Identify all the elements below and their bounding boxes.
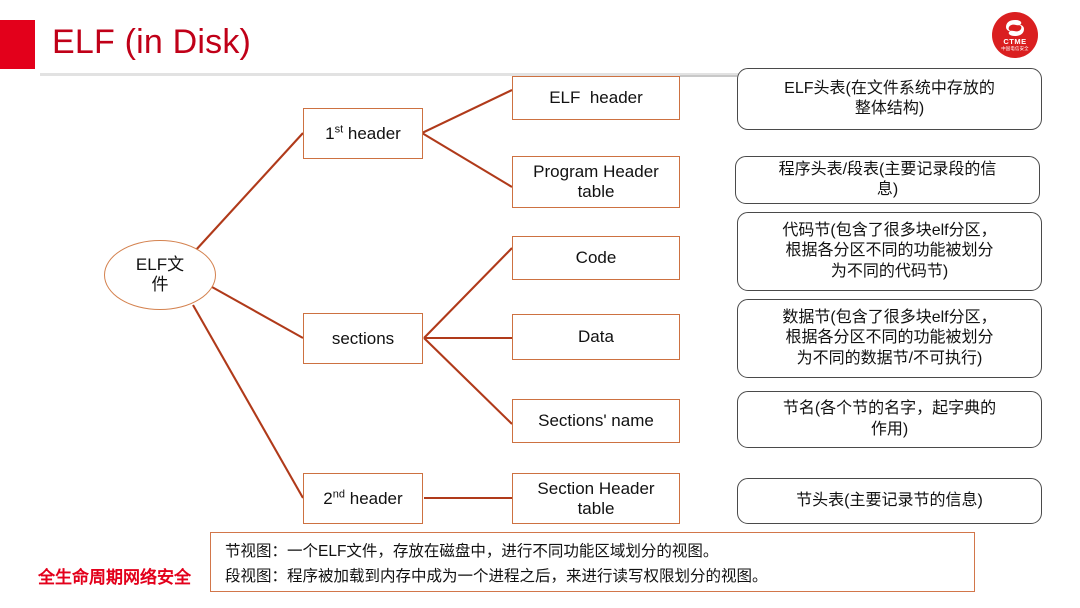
node-elf-header[interactable]: ELF header bbox=[512, 76, 680, 120]
node-second-header-word: header bbox=[345, 488, 403, 508]
callout-section-header-note[interactable]: 节头表(主要记录节的信息) bbox=[737, 478, 1042, 524]
node-program-header-table-line2: table bbox=[577, 182, 615, 201]
callout-sections-name-note-line2: 作用) bbox=[870, 420, 909, 438]
node-program-header-table[interactable]: Program Header table bbox=[512, 156, 680, 208]
node-section-header-table[interactable]: Section Header table bbox=[512, 473, 680, 524]
node-elf-header-label: ELF header bbox=[549, 88, 643, 108]
callout-elf-header-note-line2: 整体结构) bbox=[854, 100, 925, 117]
ctme-logo-icon: CTME 中国电信安全 bbox=[992, 12, 1038, 58]
callout-code-note-line1: 代码节(包含了很多块elf分区， bbox=[782, 221, 997, 239]
header-divider bbox=[40, 73, 1005, 76]
node-sections-label: sections bbox=[331, 328, 395, 348]
callout-code-note-line3: 为不同的代码节) bbox=[830, 262, 949, 280]
node-sections-name[interactable]: Sections' name bbox=[512, 399, 680, 443]
callout-code-note[interactable]: 代码节(包含了很多块elf分区， 根据各分区不同的功能被划分 为不同的代码节) bbox=[737, 212, 1042, 291]
node-elf-file-label-line1: ELF文 bbox=[135, 255, 185, 275]
node-second-header[interactable]: 2nd header bbox=[303, 473, 423, 524]
callout-program-header-note-line2: 息) bbox=[876, 181, 899, 198]
footer-slogan: 全生命周期网络安全 bbox=[38, 568, 191, 587]
node-data[interactable]: Data bbox=[512, 314, 680, 360]
callout-data-note[interactable]: 数据节(包含了很多块elf分区， 根据各分区不同的功能被划分 为不同的数据节/不… bbox=[737, 299, 1042, 378]
node-first-header-word: header bbox=[343, 123, 401, 143]
callout-section-header-note-line1: 节头表(主要记录节的信息) bbox=[796, 491, 983, 509]
node-code[interactable]: Code bbox=[512, 236, 680, 280]
bottom-note-line1: 节视图：一个ELF文件，存放在磁盘中，进行不同功能区域划分的视图。 bbox=[225, 543, 719, 560]
logo-wordmark: CTME bbox=[1003, 37, 1027, 47]
callout-elf-header-note-line1: ELF头表(在文件系统中存放的 bbox=[784, 79, 995, 97]
node-sections[interactable]: sections bbox=[303, 313, 423, 364]
node-section-header-table-line2: table bbox=[577, 498, 615, 518]
logo-subtext: 中国电信安全 bbox=[1001, 45, 1029, 51]
node-second-header-num: 2 bbox=[323, 488, 333, 508]
callout-program-header-note[interactable]: 程序头表/段表(主要记录段的信 息) bbox=[735, 156, 1040, 204]
node-code-label: Code bbox=[575, 248, 617, 268]
page-title: ELF (in Disk) bbox=[52, 23, 252, 61]
node-first-header-sup: st bbox=[334, 123, 344, 136]
title-accent-bar bbox=[0, 20, 35, 69]
callout-code-note-line2: 根据各分区不同的功能被划分 bbox=[785, 242, 994, 260]
callout-program-header-note-line1: 程序头表/段表(主要记录段的信 bbox=[778, 160, 997, 178]
bottom-note-box[interactable]: 节视图：一个ELF文件，存放在磁盘中，进行不同功能区域划分的视图。 段视图：程序… bbox=[210, 532, 975, 592]
node-first-header-num: 1 bbox=[325, 123, 335, 143]
node-sections-name-label: Sections' name bbox=[538, 411, 654, 431]
callout-data-note-line3: 为不同的数据节/不可执行) bbox=[796, 349, 983, 367]
bottom-note-line2: 段视图：程序被加载到内存中成为一个进程之后，来进行读写权限划分的视图。 bbox=[225, 568, 768, 586]
node-program-header-table-line1: Program Header bbox=[533, 162, 659, 182]
node-data-label: Data bbox=[578, 327, 614, 347]
node-first-header[interactable]: 1st header bbox=[303, 108, 423, 159]
node-section-header-table-line1: Section Header bbox=[537, 478, 655, 498]
callout-sections-name-note-line1: 节名(各个节的名字，起字典的 bbox=[782, 400, 997, 418]
callout-data-note-line2: 根据各分区不同的功能被划分 bbox=[785, 329, 994, 347]
callout-elf-header-note[interactable]: ELF头表(在文件系统中存放的 整体结构) bbox=[737, 68, 1042, 130]
node-elf-file[interactable]: ELF文 件 bbox=[104, 240, 216, 310]
node-second-header-sup: nd bbox=[332, 488, 346, 501]
node-elf-file-label-line2: 件 bbox=[151, 275, 169, 294]
callout-data-note-line1: 数据节(包含了很多块elf分区， bbox=[782, 308, 997, 326]
callout-sections-name-note[interactable]: 节名(各个节的名字，起字典的 作用) bbox=[737, 391, 1042, 448]
